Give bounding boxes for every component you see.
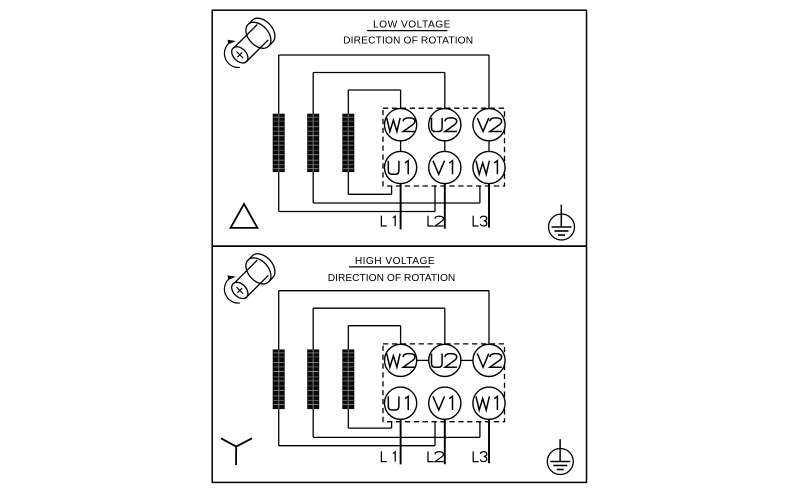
- svg-text:DIRECTION OF ROTATION: DIRECTION OF ROTATION: [343, 35, 473, 46]
- svg-text:HIGH VOLTAGE: HIGH VOLTAGE: [355, 256, 435, 267]
- svg-text:DIRECTION OF ROTATION: DIRECTION OF ROTATION: [328, 273, 456, 284]
- svg-text:LOW VOLTAGE: LOW VOLTAGE: [373, 19, 451, 30]
